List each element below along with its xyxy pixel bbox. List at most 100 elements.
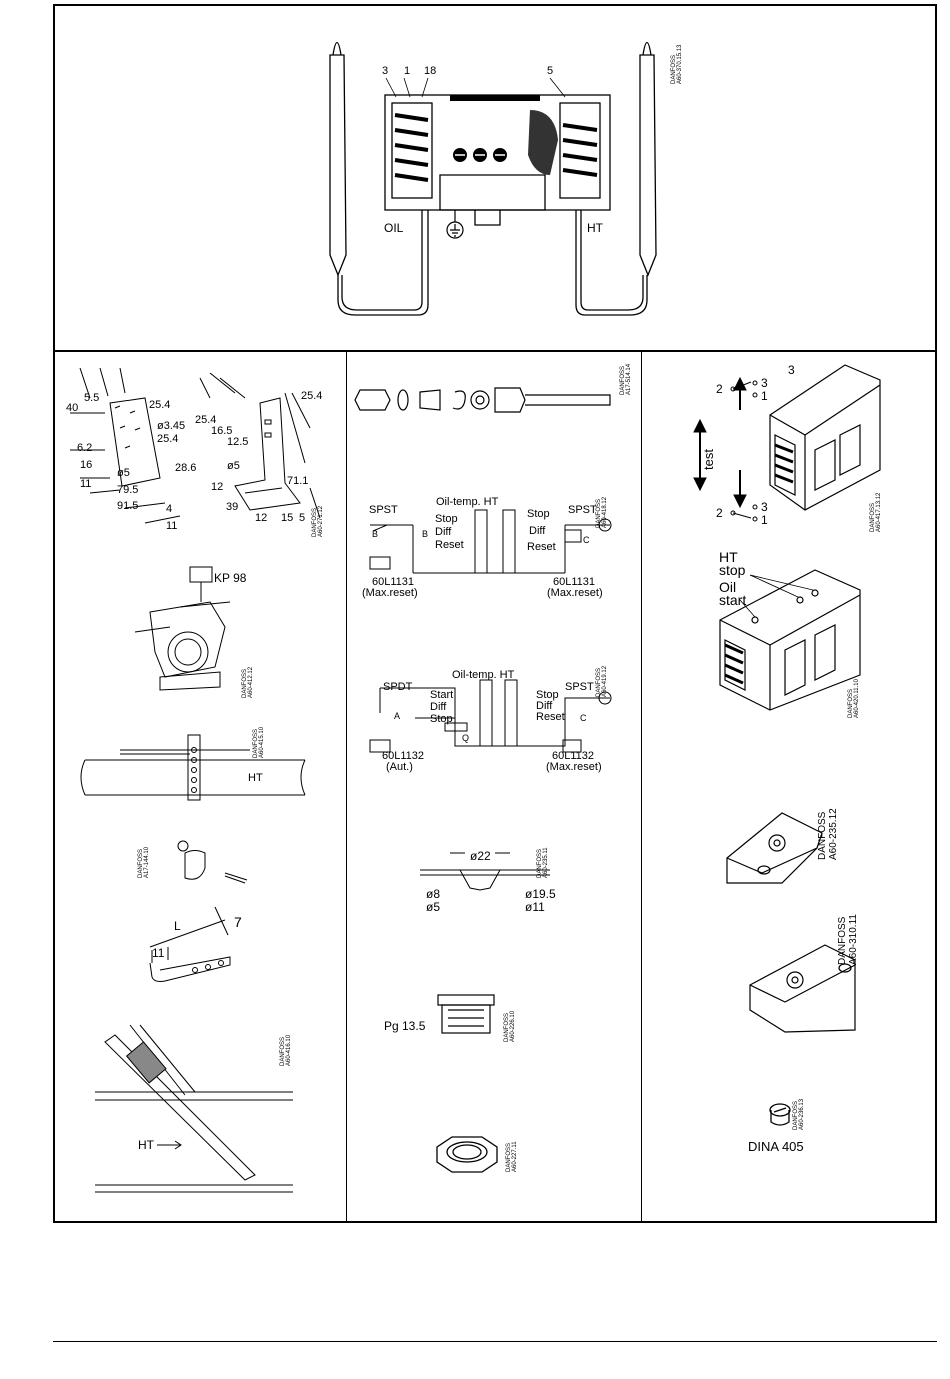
dim-r-12-a: 12 [211, 481, 224, 493]
cutout-d22: ø22 [470, 849, 491, 863]
callout-1: 1 [404, 65, 411, 77]
w2-stop-left: Stop [430, 713, 453, 725]
w1-c: C [583, 535, 590, 545]
w1-b1: B [372, 529, 379, 539]
dim-11-b: 11 [166, 520, 178, 532]
figure-code: DANFOSS A60-370.15.13 [671, 44, 684, 84]
w1-diff-right: Diff [529, 525, 546, 537]
ht-oil-oil: Oil [719, 579, 737, 595]
w1-b2: B [422, 529, 429, 539]
fittings-drawing [354, 387, 611, 413]
cutout-code: DANFOSS A60-235.11 [537, 847, 550, 878]
seal-1-code: DANFOSS A60-235.12 [817, 808, 839, 860]
callout-3: 3 [382, 65, 389, 77]
column-divider-2 [641, 351, 642, 1222]
dim-79-5: 79.5 [117, 484, 139, 496]
dim-4: 4 [166, 503, 173, 515]
w2-start: Start [430, 689, 454, 701]
w1-part-left-2: (Max.reset) [362, 587, 418, 599]
dim-5-5: 5.5 [84, 392, 100, 404]
dim-40: 40 [66, 402, 79, 414]
ht-oil-stop: stop [719, 562, 746, 578]
compressor-drawing [134, 566, 231, 691]
dim-91-5: 91.5 [117, 500, 139, 512]
test-procedure-drawing [693, 364, 881, 522]
pipe-mount-drawing [80, 734, 306, 801]
dim-3-45: ø3.45 [157, 420, 186, 432]
lock-nut-drawing [436, 1136, 498, 1173]
page-frame [53, 4, 937, 1223]
pipe-code: DANFOSS A60-415.10 [253, 726, 266, 758]
w2-q: Q [462, 733, 470, 743]
w2-part-right-2: (Max.reset) [546, 761, 602, 773]
w1-diff-left: Diff [435, 526, 452, 538]
clip-drawing [177, 840, 248, 884]
w1-stop-right: Stop [527, 508, 550, 520]
wiring-diagram-2 [369, 679, 612, 753]
test-n1-top: 1 [761, 389, 768, 403]
dina-screw-drawing [769, 1103, 791, 1126]
nut-code: DANFOSS A60-227.11 [506, 1141, 519, 1172]
test-n3-callout: 3 [788, 363, 795, 377]
clip-code: DANFOSS A17-144.10 [138, 846, 151, 878]
w2-part-left: 60L1132 [382, 750, 425, 762]
seal-1-drawing [726, 812, 823, 884]
w1-part-right-2: (Max.reset) [547, 587, 603, 599]
strap-7: 7 [234, 914, 242, 930]
dim-r-12-b: 12 [255, 512, 268, 524]
test-code: DANFOSS A60-417.13.12 [870, 492, 883, 532]
test-n2-bottom: 2 [716, 506, 723, 520]
w2-reset-right: Reset [536, 711, 565, 723]
dim-r-12-5: 12.5 [227, 436, 249, 448]
w2-a: A [394, 711, 401, 721]
dina-code: DANFOSS A60-236.13 [793, 1098, 806, 1130]
wiring-diagram-1 [369, 509, 612, 574]
w1-part-left: 60L1131 [372, 576, 415, 588]
test-label: test [701, 449, 716, 470]
panel-cutout-drawing [420, 852, 550, 891]
test-n2-top: 2 [716, 382, 723, 396]
cutout-d19-5: ø19.5 [525, 887, 556, 901]
seal-2-drawing [749, 944, 856, 1033]
dim-25-4-b: 25.4 [157, 433, 179, 445]
kp98-label: KP 98 [214, 571, 247, 585]
kp98-code: DANFOSS A60-412.12 [242, 666, 255, 698]
w2-spdt: SPDT [383, 681, 413, 693]
w2-diff-right: Diff [536, 700, 553, 712]
callout-18: 18 [424, 65, 437, 77]
callout-5: 5 [547, 65, 554, 77]
immersion-sensor-drawing [95, 1024, 293, 1193]
column-divider-1 [346, 351, 347, 1222]
dim-16: 16 [80, 459, 93, 471]
oil-label: OIL [384, 221, 404, 235]
gland-label: Pg 13.5 [384, 1019, 426, 1033]
dim-r-71-1: 71.1 [287, 475, 309, 487]
seal-2-code: DANFOSS A60-310.11 [837, 914, 859, 965]
cable-gland-drawing [437, 994, 495, 1034]
cutout-d11: ø11 [525, 900, 545, 914]
fittings-code: DANFOSS A17-514.14 [620, 363, 633, 395]
setting-screws-drawing [719, 569, 861, 711]
w1-spst-left: SPST [369, 504, 398, 516]
mount-code: DANFOSS A60-271.12 [312, 505, 325, 537]
w1-title: Oil-temp. HT [436, 496, 499, 508]
w1-reset-right: Reset [527, 541, 556, 553]
dim-25-4-a: 25.4 [149, 399, 171, 411]
dim-r-15: 15 [281, 512, 294, 524]
w2-diff-left: Diff [430, 701, 447, 713]
dim-11-a: 11 [80, 478, 92, 490]
w1-part-right: 60L1131 [553, 576, 596, 588]
dim-r-39: 39 [226, 501, 239, 513]
test-n3-bottom: 3 [761, 500, 768, 514]
w2-part-right: 60L1132 [552, 750, 595, 762]
mounting-bracket-drawing [70, 367, 321, 524]
strap-drawing [149, 906, 231, 982]
strap-11: 11 [152, 946, 165, 960]
w2-spst: SPST [565, 681, 594, 693]
w2-stop-right: Stop [536, 689, 559, 701]
test-n3-top: 3 [761, 376, 768, 390]
strap-l: L [174, 919, 181, 933]
dim-r-25-4-b: 25.4 [195, 414, 217, 426]
section-divider [53, 350, 937, 352]
ht-label: HT [587, 221, 603, 235]
